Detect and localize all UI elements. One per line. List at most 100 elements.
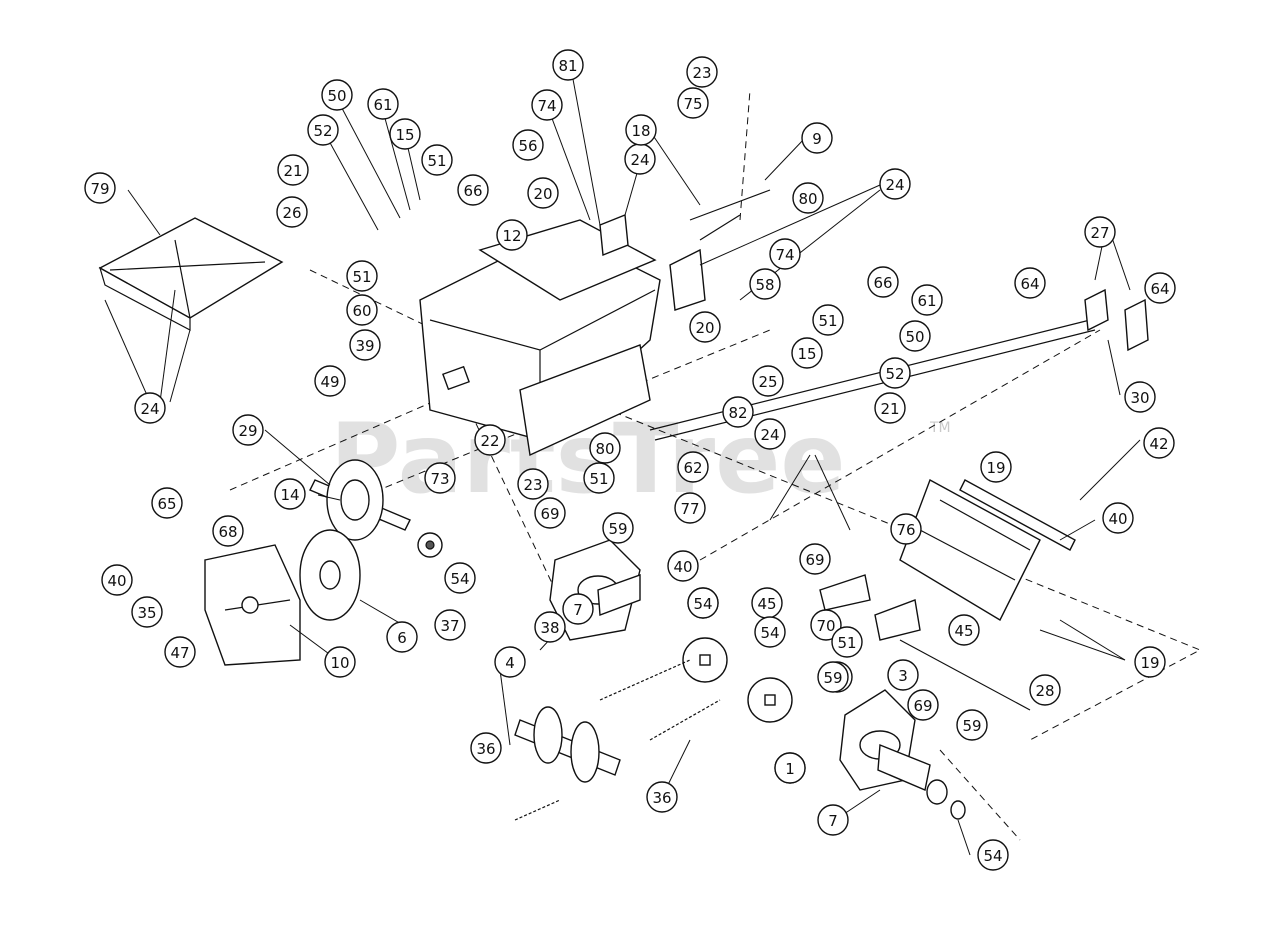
callout-label: 66	[463, 182, 482, 200]
large-sprocket	[682, 637, 793, 723]
callout-58: 58	[749, 268, 781, 300]
mount-bracket	[204, 544, 301, 666]
callout-7: 7	[817, 804, 849, 836]
callout-label: 40	[673, 558, 692, 576]
callout-circle	[534, 497, 566, 529]
callout-39: 39	[349, 329, 381, 361]
callout-10: 10	[324, 646, 356, 678]
callout-30: 30	[1124, 381, 1156, 413]
callout-circle	[1124, 381, 1156, 413]
callout-70: 70	[810, 609, 842, 641]
callout-label: 4	[505, 654, 515, 672]
callout-circle	[1102, 502, 1134, 534]
callout-circle	[646, 781, 678, 813]
callout-circle	[1143, 427, 1175, 459]
callout-24: 24	[754, 418, 786, 450]
callout-4: 4	[494, 646, 526, 678]
callout-label: 23	[523, 476, 542, 494]
callout-label: 64	[1020, 275, 1039, 293]
callout-circle	[212, 515, 244, 547]
callout-circle	[527, 177, 559, 209]
callout-circle	[589, 432, 621, 464]
callout-69: 69	[534, 497, 566, 529]
callout-51: 51	[831, 626, 863, 658]
callout-82: 82	[722, 396, 754, 428]
callout-79: 79	[84, 172, 116, 204]
callout-label: 81	[558, 57, 577, 75]
callout-label: 65	[157, 495, 176, 513]
callout-label: 20	[695, 319, 714, 337]
callout-circle	[769, 238, 801, 270]
callout-14: 14	[274, 478, 306, 510]
callout-circle	[134, 392, 166, 424]
callout-label: 50	[327, 87, 346, 105]
callout-36: 36	[646, 781, 678, 813]
callout-74: 74	[769, 238, 801, 270]
callout-circle	[948, 614, 980, 646]
bracket-45	[819, 574, 921, 641]
callout-label: 73	[430, 470, 449, 488]
callout-label: 26	[282, 204, 301, 222]
callout-circle	[583, 462, 615, 494]
callout-label: 61	[917, 292, 936, 310]
callout-52: 52	[307, 114, 339, 146]
callout-15: 15	[389, 118, 421, 150]
callout-circle	[346, 260, 378, 292]
callout-49: 49	[314, 365, 346, 397]
callout-label: 60	[352, 302, 371, 320]
callout-circle	[151, 487, 183, 519]
callout-59: 59	[817, 661, 849, 693]
callout-22: 22	[474, 424, 506, 456]
callout-15: 15	[791, 337, 823, 369]
callout-label: 19	[1140, 654, 1159, 672]
callout-circle	[879, 168, 911, 200]
callout-circle	[324, 646, 356, 678]
callout-circle	[444, 562, 476, 594]
callout-label: 45	[757, 595, 776, 613]
pulley	[299, 529, 361, 621]
callout-label: 69	[540, 505, 559, 523]
callout-label: 15	[797, 345, 816, 363]
callout-circle	[602, 512, 634, 544]
callout-label: 66	[873, 274, 892, 292]
callout-circle	[474, 424, 506, 456]
callout-label: 22	[480, 432, 499, 450]
callout-24: 24	[624, 143, 656, 175]
callout-label: 9	[812, 130, 822, 148]
callout-label: 24	[885, 176, 904, 194]
callout-label: 36	[476, 740, 495, 758]
callout-circle	[874, 392, 906, 424]
callout-circle	[349, 329, 381, 361]
callout-7: 7	[562, 593, 594, 625]
callout-label: 54	[693, 595, 712, 613]
callout-28: 28	[1029, 674, 1061, 706]
callout-label: 68	[218, 523, 237, 541]
callout-label: 35	[137, 604, 156, 622]
callout-label: 19	[986, 459, 1005, 477]
callout-circle	[831, 626, 863, 658]
callout-label: 42	[1149, 435, 1168, 453]
callout-label: 24	[140, 400, 159, 418]
callout-label: 75	[683, 95, 702, 113]
callout-20: 20	[689, 311, 721, 343]
callout-66: 66	[867, 266, 899, 298]
callout-circle	[552, 49, 584, 81]
callout-60: 60	[346, 294, 378, 326]
callout-label: 49	[320, 373, 339, 391]
callout-circle	[867, 266, 899, 298]
callout-label: 18	[631, 122, 650, 140]
callout-52: 52	[879, 357, 911, 389]
callout-circle	[956, 709, 988, 741]
right-bracket	[1084, 288, 1149, 352]
callout-label: 64	[1150, 280, 1169, 298]
callout-label: 15	[395, 126, 414, 144]
callout-35: 35	[131, 596, 163, 628]
callout-80: 80	[589, 432, 621, 464]
callout-circle	[667, 550, 699, 582]
callout-label: 24	[760, 426, 779, 444]
callout-12: 12	[496, 219, 528, 251]
callout-circle	[625, 114, 657, 146]
callout-45: 45	[751, 587, 783, 619]
callout-label: 47	[170, 644, 189, 662]
